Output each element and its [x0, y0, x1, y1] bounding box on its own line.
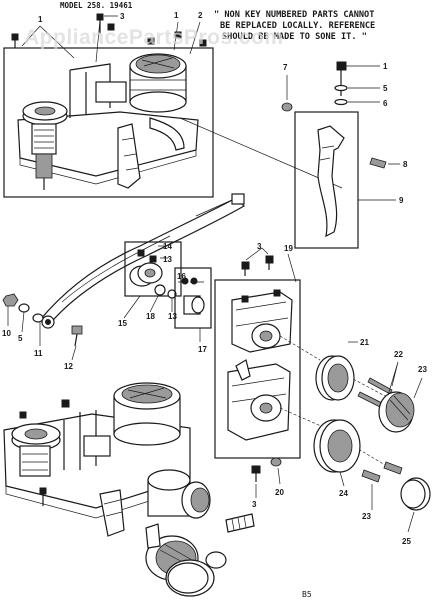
washer-6 [334, 98, 348, 106]
callout-19: 19 [284, 244, 293, 253]
callout-3b: 3 [257, 242, 262, 251]
knob-21-housing: 21 [315, 338, 369, 401]
callout-2: 2 [198, 11, 203, 20]
note-line-3: SHOULD BE MADE TO SONE IT. " [222, 32, 367, 42]
callout-11: 11 [34, 349, 43, 358]
callout-16: 16 [177, 272, 186, 281]
screw-12 [71, 325, 83, 347]
watermark: AppliancePartsPros.com [24, 26, 284, 49]
callout-1c: 1 [383, 62, 388, 71]
callout-5: 5 [383, 84, 388, 93]
arm-fasteners: 10 5 11 12 [2, 293, 83, 371]
lever-detail-frame [294, 111, 359, 249]
switch-assembly-box-19: 3 19 [214, 242, 301, 459]
knob-23-top: 23 [378, 365, 427, 433]
callout-5c: 5 [18, 334, 23, 343]
lever-arm-top [117, 117, 185, 189]
knob-24-housing: 24 [313, 419, 361, 498]
leader-box-to-lever [179, 117, 343, 189]
callout-9: 9 [399, 196, 404, 205]
callouts-top-left: 1 3 1 2 [38, 11, 203, 24]
callout-3c: 3 [252, 500, 257, 509]
knob-25-cap: 25 [400, 477, 431, 546]
component-box-17: 16 17 [174, 267, 212, 354]
callout-23b: 23 [362, 512, 371, 521]
striped-pin [225, 513, 255, 533]
callout-12: 12 [64, 362, 73, 371]
model-number: MODEL 258. 19461 [60, 1, 133, 10]
lever-part [317, 125, 345, 238]
callout-20: 20 [275, 488, 284, 497]
callout-18: 18 [146, 312, 155, 321]
callout-7: 7 [283, 63, 288, 72]
replacement-note: " NON KEY NUMBERED PARTS CANNOT BE REPLA… [214, 10, 375, 42]
callout-3: 3 [120, 12, 125, 21]
nut-7 [281, 102, 293, 112]
callout-17: 17 [198, 345, 207, 354]
washer-11 [32, 313, 44, 323]
callout-10: 10 [2, 329, 11, 338]
top-left-assembly-box: 1 3 1 2 [3, 11, 214, 198]
nut-10 [2, 293, 19, 307]
complete-timer-assembly [3, 382, 255, 597]
page-code: B5 [302, 590, 312, 599]
timer-dial-drum [129, 53, 187, 113]
callout-13b: 13 [168, 312, 177, 321]
callout-6: 6 [383, 99, 388, 108]
assembly-guide-lines [279, 335, 401, 475]
curved-arm [39, 193, 245, 329]
screws-23-lower: 23 [361, 461, 403, 521]
top-left-frame [3, 47, 214, 198]
callout-14: 14 [163, 242, 172, 251]
callout-1b: 1 [174, 11, 179, 20]
callout-1: 1 [38, 15, 43, 24]
pin-8 [369, 157, 387, 169]
callout-22: 22 [394, 350, 403, 359]
callout-21: 21 [360, 338, 369, 347]
callouts-lever: 1 5 6 7 8 9 [283, 62, 408, 205]
note-line-2: BE REPLACED LOCALLY. REFERENCE [220, 21, 375, 31]
callout-8: 8 [403, 160, 408, 169]
washer-5b [18, 303, 30, 313]
callout-23: 23 [418, 365, 427, 374]
callout-13: 13 [163, 255, 172, 264]
screws-3-pair [241, 247, 297, 283]
callout-24: 24 [339, 489, 348, 498]
top-screws [11, 13, 207, 48]
washer-5 [334, 84, 348, 92]
callout-25: 25 [402, 537, 411, 546]
callout-15: 15 [118, 319, 127, 328]
lever-detail-box: 1 5 6 7 8 9 [281, 61, 408, 249]
component-box-15: 14 13 15 [118, 241, 182, 328]
bottom-fasteners-19: 3 20 [251, 457, 284, 509]
left-motor [22, 101, 68, 190]
note-line-1: " NON KEY NUMBERED PARTS CANNOT [214, 10, 374, 20]
washers-18-13: 18 13 [146, 284, 177, 321]
